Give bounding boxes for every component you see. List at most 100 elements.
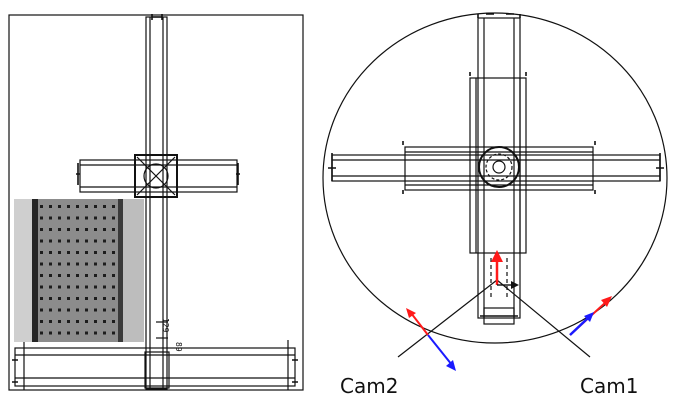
calibration-dot	[85, 320, 88, 323]
cam1-label: Cam1	[580, 374, 638, 398]
calibration-dot	[85, 239, 88, 243]
calibration-dot	[76, 274, 79, 277]
calibration-dot	[94, 228, 97, 231]
left-frame	[8, 14, 304, 391]
left-technical-drawing	[8, 14, 304, 391]
calibration-dot	[94, 320, 97, 323]
calibration-dot	[58, 262, 61, 266]
calibration-dot	[76, 216, 79, 220]
calibration-dot	[112, 331, 115, 335]
cam2-label: Cam2	[340, 374, 398, 398]
calibration-dot	[103, 308, 106, 312]
calibration-dot	[94, 285, 97, 289]
calibration-dot	[40, 251, 43, 254]
calibration-dot	[49, 274, 52, 277]
calibration-dot	[103, 285, 106, 289]
calibration-dot	[58, 320, 61, 323]
central-hub	[478, 146, 520, 188]
calibration-dot	[67, 285, 70, 289]
center-mount	[134, 154, 178, 198]
calibration-dot	[112, 251, 115, 254]
calibration-dot	[112, 285, 115, 289]
calibration-dot	[58, 239, 61, 243]
cam1-view-line	[496, 279, 591, 358]
calibration-dot	[94, 251, 97, 254]
calibration-dot	[112, 297, 115, 300]
calibration-dot	[103, 331, 106, 335]
horizontal-arm	[331, 154, 661, 182]
calibration-dot	[76, 251, 79, 254]
calibration-dot	[112, 262, 115, 266]
calibration-dot	[40, 308, 43, 312]
dot-grid	[40, 205, 115, 335]
cam2-axes	[406, 308, 456, 371]
calibration-dot	[40, 285, 43, 289]
calibration-dot	[49, 331, 52, 335]
calibration-dot	[94, 262, 97, 266]
calibration-dot	[49, 239, 52, 243]
calibration-dot	[85, 216, 88, 220]
calibration-dot	[85, 205, 88, 208]
calibration-dot	[85, 331, 88, 335]
calibration-dot	[58, 205, 61, 208]
calibration-dot	[76, 239, 79, 243]
calibration-dot	[76, 262, 79, 266]
calibration-dot	[49, 251, 52, 254]
calibration-dot	[112, 320, 115, 323]
cam2-view-line	[397, 279, 498, 358]
calibration-dot	[85, 262, 88, 266]
calibration-dot	[40, 205, 43, 208]
dimension-label: 129	[161, 318, 170, 333]
calibration-dot	[103, 251, 106, 254]
calibration-dot	[40, 228, 43, 231]
cam1-axes	[569, 296, 612, 336]
calibration-dot	[94, 331, 97, 335]
calibration-dot	[40, 320, 43, 323]
calibration-dot	[49, 308, 52, 312]
calibration-dot	[67, 239, 70, 243]
calibration-dot	[58, 297, 61, 300]
horizontal-beam	[79, 159, 238, 193]
calibration-dot	[94, 239, 97, 243]
calibration-dot	[67, 297, 70, 300]
calibration-dot	[49, 320, 52, 323]
calibration-dot	[103, 320, 106, 323]
calibration-dot	[76, 205, 79, 208]
dimension-label-2: 89	[174, 342, 183, 352]
calibration-dot	[112, 274, 115, 277]
calibration-dot	[112, 216, 115, 220]
calibration-dot	[76, 228, 79, 231]
calibration-dot	[94, 205, 97, 208]
calibration-dot	[40, 297, 43, 300]
calibration-dot	[67, 251, 70, 254]
base-rail	[14, 347, 296, 387]
calibration-dot	[76, 285, 79, 289]
calibration-dot	[85, 251, 88, 254]
calibration-dot	[49, 205, 52, 208]
inset-photo	[14, 199, 144, 342]
calibration-dot	[103, 228, 106, 231]
calibration-dot	[112, 205, 115, 208]
calibration-dot	[40, 239, 43, 243]
right-technical-drawing	[322, 12, 668, 358]
calibration-dot	[67, 274, 70, 277]
calibration-dot	[85, 228, 88, 231]
calibration-dot	[103, 274, 106, 277]
calibration-dot	[94, 297, 97, 300]
calibration-dot	[49, 262, 52, 266]
calibration-dot	[85, 308, 88, 312]
calibration-dot	[40, 262, 43, 266]
calibration-dot	[40, 216, 43, 220]
calibration-dot	[112, 239, 115, 243]
calibration-dot	[94, 308, 97, 312]
calibration-dot	[58, 285, 61, 289]
calibration-dot	[49, 216, 52, 220]
calibration-dot	[103, 205, 106, 208]
outer-circle	[322, 12, 668, 344]
calibration-dot	[67, 205, 70, 208]
calibration-dot	[67, 228, 70, 231]
calibration-dot	[103, 297, 106, 300]
calibration-dot	[85, 274, 88, 277]
calibration-dot	[49, 228, 52, 231]
